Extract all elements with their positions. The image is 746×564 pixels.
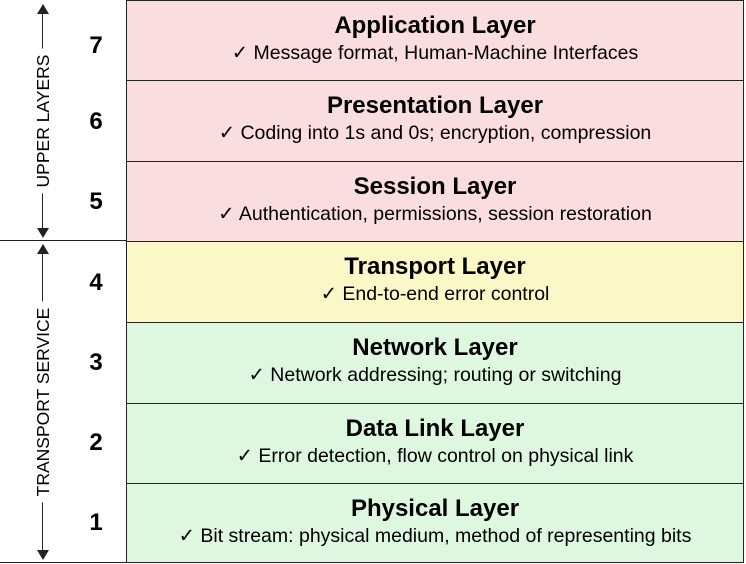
- layer-description: ✓ Bit stream: physical medium, method of…: [178, 525, 692, 547]
- upper-layers-bracket: UPPER LAYERS: [31, 4, 55, 238]
- data-link-layer-box: Data Link Layer ✓ Error detection, flow …: [126, 403, 744, 484]
- arrow-up-icon: [37, 244, 49, 254]
- layer-description: ✓ Network addressing; routing or switchi…: [248, 364, 622, 386]
- layer-name: Presentation Layer: [326, 92, 544, 119]
- layer-number-2: 2: [89, 429, 103, 456]
- layer-name: Session Layer: [353, 173, 517, 200]
- transport-service-bracket: TRANSPORT SERVICE: [31, 244, 55, 560]
- transport-layer-box: Transport Layer ✓ End-to-end error contr…: [126, 241, 744, 323]
- presentation-layer-box: Presentation Layer ✓ Coding into 1s and …: [126, 80, 744, 162]
- layer-description: ✓ Error detection, flow control on physi…: [236, 445, 634, 467]
- physical-layer-box: Physical Layer ✓ Bit stream: physical me…: [126, 483, 744, 563]
- arrow-down-icon: [37, 228, 49, 238]
- upper-layers-label: UPPER LAYERS: [33, 48, 53, 194]
- layer-description: ✓ Authentication, permissions, session r…: [218, 203, 652, 225]
- layer-name: Application Layer: [334, 12, 536, 39]
- application-layer-box: Application Layer ✓ Message format, Huma…: [126, 0, 744, 81]
- layer-description: ✓ Coding into 1s and 0s; encryption, com…: [218, 122, 652, 144]
- layer-description: ✓ Message format, Human-Machine Interfac…: [231, 42, 639, 64]
- layer-number-6: 6: [89, 108, 103, 135]
- transport-service-label: TRANSPORT SERVICE: [33, 301, 53, 503]
- layer-name: Transport Layer: [344, 253, 526, 280]
- layer-name: Network Layer: [352, 334, 518, 361]
- group-divider-line: [0, 240, 126, 241]
- session-layer-box: Session Layer ✓ Authentication, permissi…: [126, 161, 744, 242]
- layer-number-5: 5: [89, 188, 103, 215]
- layer-number-3: 3: [89, 349, 103, 376]
- layer-name: Data Link Layer: [345, 415, 525, 442]
- layer-number-4: 4: [89, 269, 103, 296]
- arrow-up-icon: [37, 4, 49, 14]
- layer-number-1: 1: [89, 509, 103, 536]
- network-layer-box: Network Layer ✓ Network addressing; rout…: [126, 322, 744, 404]
- bottom-baseline: [0, 562, 126, 563]
- layer-number-7: 7: [89, 32, 103, 59]
- layer-description: ✓ End-to-end error control: [320, 283, 550, 305]
- arrow-down-icon: [37, 550, 49, 560]
- layer-name: Physical Layer: [350, 495, 520, 522]
